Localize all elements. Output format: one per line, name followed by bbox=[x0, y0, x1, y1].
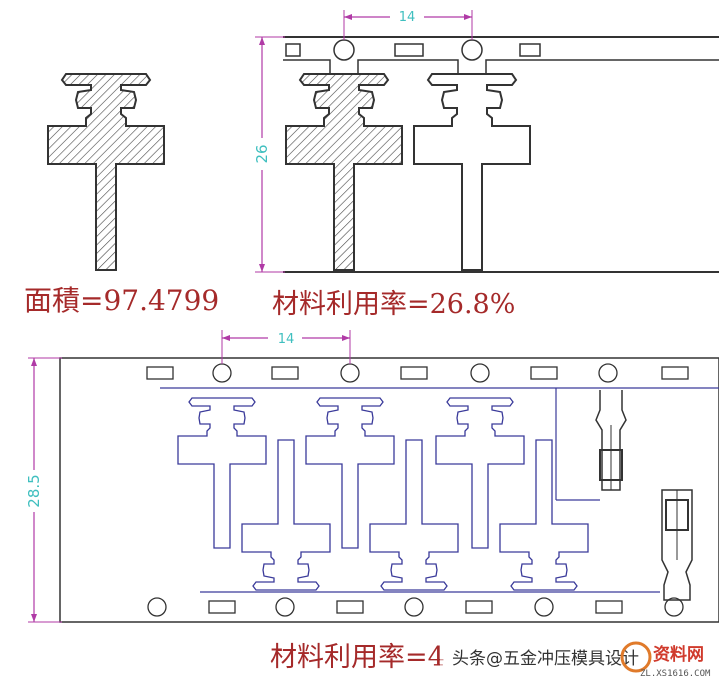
pitch-dim-bottom-text: 14 bbox=[278, 332, 295, 347]
strip-layout-top bbox=[283, 36, 719, 273]
pitch-dim-top-text: 14 bbox=[399, 10, 416, 25]
height-dimension-top: 26 bbox=[253, 36, 285, 273]
width-dim-bottom-text: 28.5 bbox=[25, 474, 43, 507]
single-part-hatched bbox=[47, 73, 165, 271]
strip-layout-bottom bbox=[59, 357, 719, 623]
utilization-label-top: 材料利用率=26.8% bbox=[272, 289, 515, 320]
pitch-dimension-top: 14 bbox=[343, 9, 473, 40]
watermark-text: 头条@五金冲压模具设计 bbox=[452, 649, 639, 669]
width-dimension-bottom: 28.5 bbox=[25, 357, 62, 623]
pitch-dimension-bottom: 14 bbox=[221, 330, 351, 364]
watermark-logo-text: 资料网 bbox=[653, 644, 704, 665]
watermark-logo-url: ZL.XS1616.COM bbox=[640, 669, 711, 679]
area-label: 面積=97.4799 bbox=[24, 284, 219, 317]
height-dim-top-text: 26 bbox=[253, 144, 271, 163]
utilization-label-bottom: 材料利用率=4 bbox=[270, 642, 445, 673]
watermark-logo: 资料网 ZL.XS1616.COM bbox=[620, 641, 711, 679]
watermark: 头条@五金冲压模具设计 资料网 ZL.XS1616.COM bbox=[440, 640, 719, 679]
